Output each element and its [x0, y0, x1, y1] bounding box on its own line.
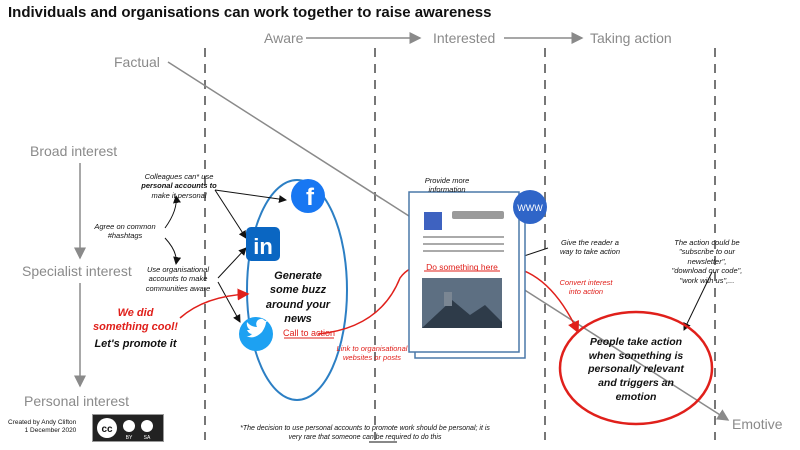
arrow-org-linkedin — [217, 247, 247, 279]
www-label: WWW — [517, 203, 543, 213]
linkedin-icon — [246, 227, 280, 261]
svg-text:SA: SA — [144, 435, 151, 441]
action-ellipse — [558, 310, 714, 426]
arrow-cool-to-twitter — [179, 288, 250, 319]
stage-aware: Aware — [264, 30, 304, 46]
x-axis-left-label: Factual — [114, 54, 160, 70]
www-icon — [513, 190, 547, 224]
webpage-logo — [424, 212, 442, 230]
arrow-hashtags-up — [164, 195, 181, 229]
stage-interested: Interested — [433, 30, 496, 46]
stage-taking-action: Taking action — [590, 30, 672, 46]
arrow-colleagues-facebook — [214, 189, 287, 203]
webpage-heading-bar — [452, 211, 504, 219]
x-axis-right-label: Emotive — [732, 416, 783, 432]
call-to-action: Call to action — [282, 328, 336, 338]
y-axis-middle-label: Specialist interest — [22, 263, 132, 279]
footnote: *The decision to use personal accounts t… — [240, 425, 490, 442]
svg-text:f: f — [306, 184, 315, 211]
arrow-colleagues-linkedin — [214, 189, 247, 239]
svg-text:in: in — [253, 234, 273, 259]
do-something-here: Do something here — [426, 262, 498, 272]
note-hashtags: Agree on common#hashtags — [94, 222, 156, 241]
facebook-icon — [291, 179, 325, 213]
cc-license-badge: cc BY SA — [92, 414, 164, 442]
note-promote: Let's promote it — [94, 338, 177, 350]
arrow-action-could-be — [683, 271, 713, 331]
svg-text:cc: cc — [101, 424, 113, 435]
arrow-hashtags-down — [164, 237, 182, 265]
page-title: Individuals and organisations can work t… — [8, 4, 492, 21]
y-axis-bottom-label: Personal interest — [24, 393, 130, 409]
svg-text:BY: BY — [126, 435, 133, 441]
arrow-org-twitter — [217, 281, 241, 323]
y-axis-top-label: Broad interest — [30, 143, 118, 159]
